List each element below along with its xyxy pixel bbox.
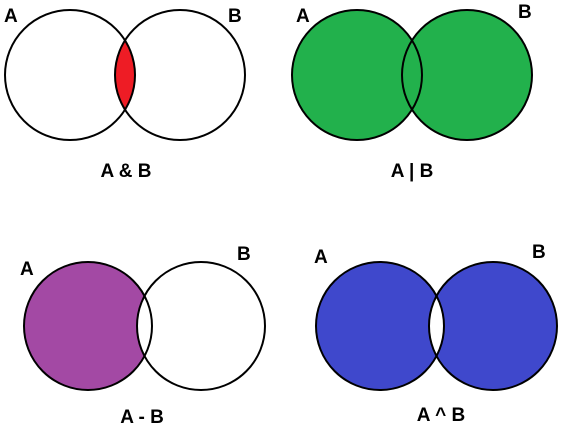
set-b-label: B (518, 2, 532, 23)
venn-intersection: A B A & B (4, 6, 246, 182)
circle-b-fill (429, 262, 557, 390)
circle-a-outline (4, 9, 136, 141)
circle-a-outline (291, 9, 423, 141)
circle-b-fill (402, 10, 532, 140)
circle-a-fill (24, 262, 152, 390)
circle-a-fill (316, 262, 444, 390)
operation-caption: A & B (100, 161, 151, 182)
venn-symmetric-difference: A B A ^ B (314, 242, 558, 426)
operation-caption: A ^ B (417, 405, 465, 426)
set-b-label: B (228, 6, 242, 27)
set-a-label: A (4, 6, 18, 27)
operation-caption: A - B (120, 407, 164, 428)
set-b-label: B (532, 242, 546, 263)
circle-a-outline (23, 261, 153, 391)
set-b-label: B (237, 244, 251, 265)
circle-b-outline (401, 9, 533, 141)
circle-a-fill (292, 10, 422, 140)
circle-b-outline (136, 261, 266, 391)
operation-caption: A | B (391, 161, 434, 182)
set-a-label: A (314, 247, 328, 268)
circle-b-outline (428, 261, 558, 391)
circle-b-outline (114, 9, 246, 141)
circle-a-outline (315, 261, 445, 391)
venn-difference: A B A - B (20, 244, 266, 428)
set-a-label: A (20, 259, 34, 280)
venn-union: A B A | B (291, 2, 533, 182)
set-a-label: A (296, 6, 310, 27)
